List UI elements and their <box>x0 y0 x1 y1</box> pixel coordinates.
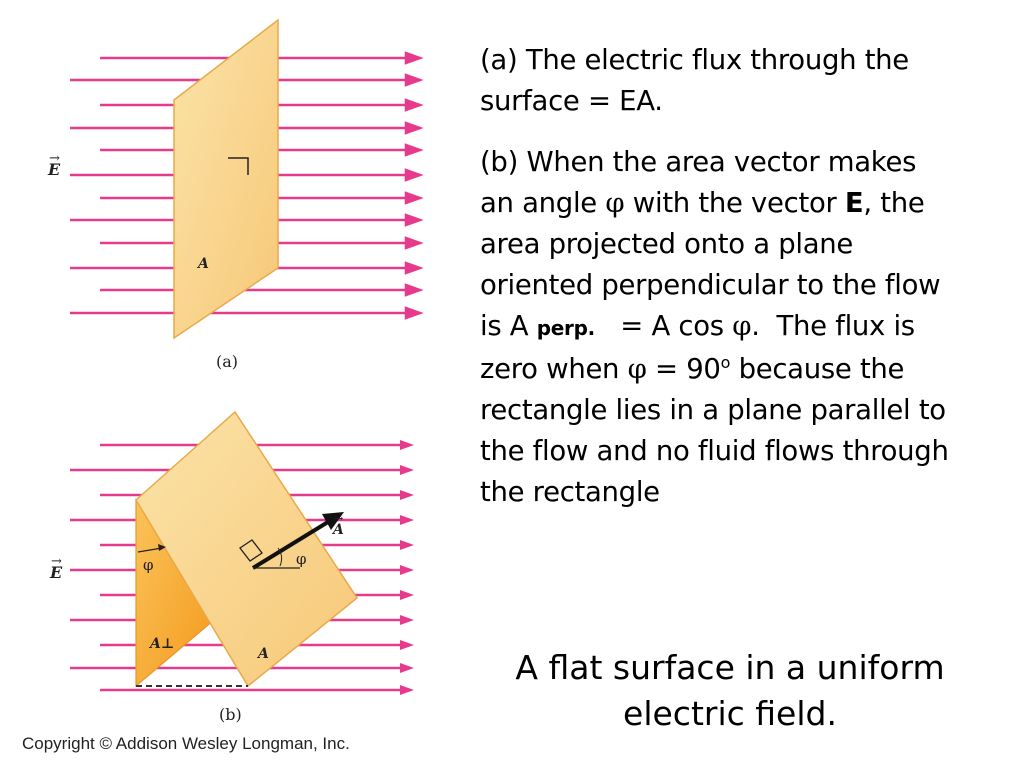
arrowhead <box>404 51 424 65</box>
arrowhead <box>404 73 424 87</box>
flux-diagram: E → A (a) E → A → φ φ A⊥ A (b) Copyright… <box>0 0 460 768</box>
area-vector-shaft <box>251 520 330 570</box>
vector-arrow-icon: → <box>49 151 60 166</box>
arrowhead <box>400 465 414 475</box>
panel-b-projected-area-label: A⊥ <box>150 636 175 652</box>
panel-a-plane <box>173 18 279 340</box>
arrowhead <box>400 685 414 695</box>
arrowhead <box>404 98 424 112</box>
paragraph-a: (a) The electric flux through the surfac… <box>480 44 909 117</box>
para-b-text: because the rectangle lies in a plane pa… <box>480 353 949 508</box>
arrowhead <box>400 663 414 673</box>
panel-b-area-label: A <box>258 646 269 662</box>
vector-e-bold: E <box>844 187 864 219</box>
para-b-text: = A cos <box>594 310 733 342</box>
arrowhead <box>400 640 414 650</box>
arrowhead <box>404 283 424 297</box>
arrowhead <box>404 213 424 227</box>
arrowhead <box>400 565 414 575</box>
para-b-text: with the vector <box>624 187 845 219</box>
panel-a-label: (a) <box>216 352 239 371</box>
phi-symbol: φ <box>732 310 752 342</box>
angle-arc-right <box>277 547 283 567</box>
arrowhead <box>400 515 414 525</box>
vector-arrow-icon: → <box>334 512 344 525</box>
panel-b-tilted-plane <box>135 410 358 688</box>
arrowhead <box>404 121 424 135</box>
arrowhead <box>404 306 424 320</box>
slide-caption: A flat surface in a uniform electric fie… <box>515 648 945 733</box>
para-b-text: . The flux is zero when <box>480 310 924 385</box>
field-reference-line-left <box>137 547 163 553</box>
arrowhead <box>400 540 414 550</box>
phi-symbol: φ <box>627 353 647 385</box>
arrowhead <box>404 143 424 157</box>
para-b-text: = 90 <box>646 353 721 385</box>
arrowhead <box>404 236 424 250</box>
panel-a-area-label: A <box>198 256 209 272</box>
paragraph-b: (b) When the area vector makes an angle … <box>480 142 950 513</box>
panel-a-field-arrows <box>404 51 424 320</box>
perp-subscript: perp. <box>536 316 595 340</box>
para-b-text: , the area projected onto a plane orient… <box>480 187 941 342</box>
panel-b-area-vector-label: A <box>333 522 344 538</box>
area-vector-arrowhead <box>322 512 344 530</box>
arrowhead <box>400 490 414 500</box>
arrowhead <box>400 615 414 625</box>
arrowhead <box>158 544 166 551</box>
copyright-notice: Copyright © Addison Wesley Longman, Inc. <box>22 734 350 753</box>
panel-b-field-label: E <box>50 563 63 582</box>
vector-arrow-icon: → <box>51 554 62 569</box>
para-b-text: (b) When the area vector makes an angle <box>480 146 917 219</box>
panel-b-angle-label-right: φ <box>296 550 307 568</box>
panel-a-right-angle-mark <box>228 157 249 175</box>
panel-b-label: (b) <box>219 705 242 724</box>
arrowhead <box>400 440 414 450</box>
flux-diagram-svg <box>70 18 424 695</box>
phi-symbol: φ <box>605 187 625 219</box>
degree-superscript: o <box>720 352 731 372</box>
panel-a-field-label: E <box>48 160 61 179</box>
arrowhead <box>404 168 424 182</box>
arrowhead <box>404 191 424 205</box>
arrowhead <box>400 590 414 600</box>
panel-b-angle-label-left: φ <box>143 556 154 574</box>
arrowhead <box>404 261 424 275</box>
panel-b-field-arrows <box>400 440 414 695</box>
panel-b-right-angle-mark <box>239 539 263 562</box>
